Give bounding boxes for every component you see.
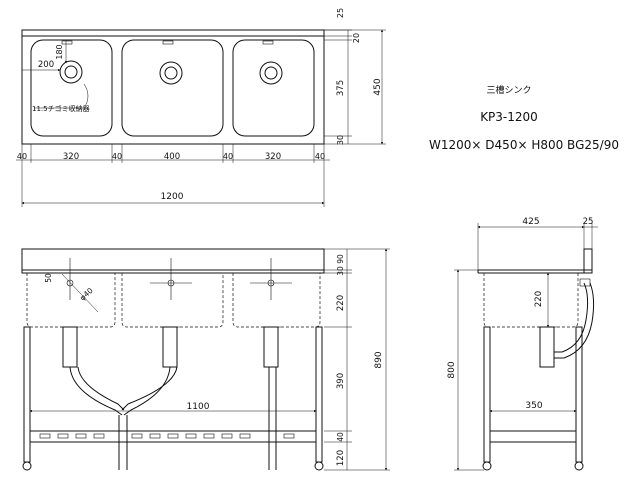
front-backguard [21, 248, 325, 274]
overflow-pipe [554, 282, 589, 353]
pipe-left [62, 326, 78, 368]
dimension-spec: W1200× D450× H800 BG25/90 [429, 138, 619, 152]
dim-120: 120 [336, 450, 346, 466]
hose-middle [123, 366, 171, 416]
dim-40-b: 40 [112, 152, 122, 161]
dim-890: 890 [374, 351, 384, 368]
side-pipe [539, 326, 555, 368]
dim-800: 800 [447, 361, 457, 378]
leg-front-right [315, 326, 323, 463]
height-dim-chain [324, 248, 390, 471]
dim-40-a: 40 [17, 152, 27, 161]
dim-40-c: 40 [223, 152, 233, 161]
drain-left [59, 60, 83, 84]
basin-left [30, 39, 113, 137]
overflow-right [262, 40, 274, 45]
dim-220-side: 220 [534, 291, 544, 307]
dim-350: 350 [525, 401, 542, 411]
basin-right [232, 39, 315, 137]
dim-400: 400 [164, 152, 180, 162]
overflow-left [61, 40, 73, 45]
dim-450: 450 [373, 78, 383, 95]
top-outline [21, 29, 325, 145]
front-view: 1100 50 φ40 90 30 220 390 40 120 89 [21, 248, 390, 471]
side-basin [483, 273, 579, 328]
trash-basket-note: 11.5チゴミ収納器 [32, 104, 90, 113]
width-dim-chain [16, 144, 330, 207]
dim-180: 180 [55, 44, 64, 59]
shelf-slots [39, 433, 295, 439]
front-basin-left [26, 273, 116, 328]
pipe-middle [162, 326, 178, 368]
dim-phi40: φ40 [78, 286, 95, 303]
model-number: KP3-1200 [480, 110, 538, 124]
dim-40-d: 40 [315, 152, 325, 161]
leg-front-left [23, 326, 31, 463]
side-view: 425 25 220 800 350 [447, 217, 598, 471]
product-name: 三槽シンク [486, 84, 531, 96]
foot-left [22, 461, 32, 471]
dim-50: 50 [44, 273, 53, 283]
dim-20: 20 [352, 33, 361, 43]
dim-40-front: 40 [336, 432, 345, 442]
side-leg-front [483, 326, 491, 463]
dim-25-side: 25 [583, 217, 594, 227]
top-view: 180 200 11.5チゴミ収納器 25 20 375 30 450 [16, 8, 386, 207]
front-basin-right [232, 273, 321, 328]
overflow-middle [162, 40, 174, 45]
dim-375: 375 [336, 80, 346, 96]
side-backguard [583, 248, 593, 274]
front-basin-middle [121, 273, 224, 328]
drain-middle [159, 61, 183, 85]
drain-right [259, 61, 283, 85]
dim-25: 25 [336, 8, 345, 18]
dim-390: 390 [336, 373, 346, 389]
annotation-leader [34, 83, 89, 109]
dim-220-front: 220 [336, 295, 346, 311]
dim-30-front: 30 [336, 266, 345, 276]
dim-320-b: 320 [265, 152, 281, 162]
dim-30: 30 [336, 135, 345, 145]
basin-middle [121, 39, 224, 137]
dim-90: 90 [336, 254, 345, 264]
dim-1100: 1100 [187, 402, 210, 412]
dim-200: 200 [38, 60, 54, 70]
dim-1200: 1200 [161, 192, 184, 202]
dim-320-a: 320 [63, 152, 79, 162]
dim-425: 425 [522, 217, 539, 227]
title-block: 三槽シンク KP3-1200 W1200× D450× H800 BG25/90 [429, 84, 619, 152]
foot-right [314, 461, 324, 471]
pipe-right [263, 326, 279, 368]
